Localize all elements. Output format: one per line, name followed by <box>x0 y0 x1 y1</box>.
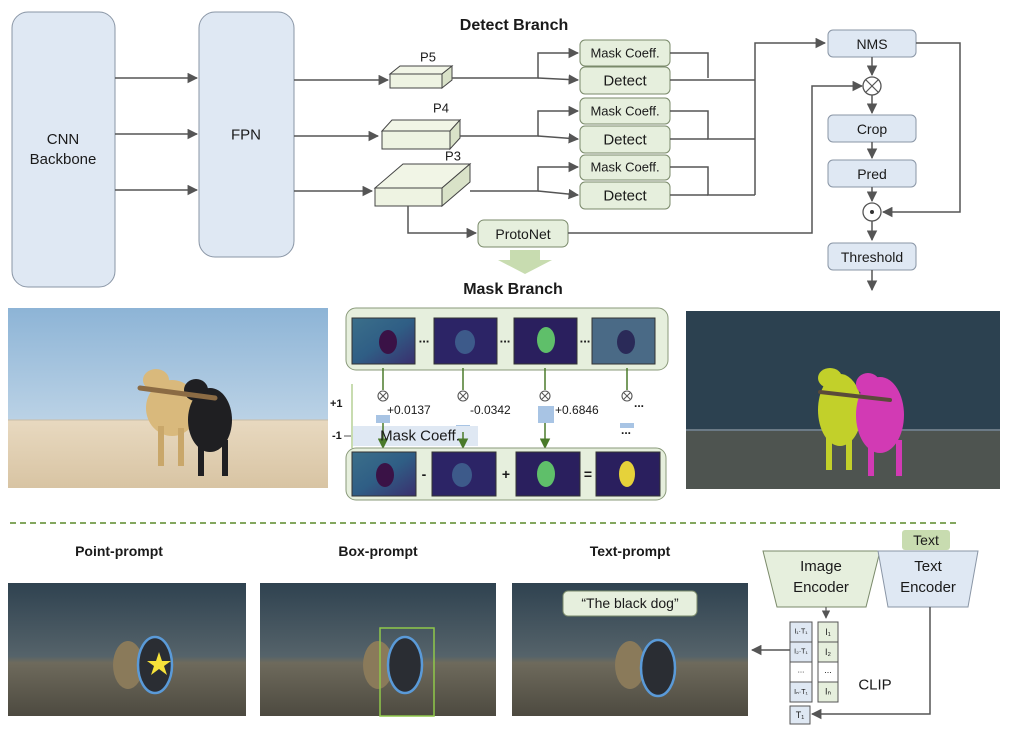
p5-feature-slab <box>388 64 454 90</box>
p3-feature-slab <box>373 162 472 208</box>
ellipsis-3: ... <box>579 330 591 346</box>
image-cell-1: I₁ <box>825 627 831 637</box>
prototype-panel <box>345 307 669 371</box>
threshold-label: Threshold <box>840 249 904 265</box>
text-tag-label: Text <box>913 532 939 548</box>
image-embedding-column <box>817 621 839 703</box>
minus-sign: - <box>421 466 427 482</box>
detect-label-p4: Detect <box>603 131 647 149</box>
combination-panel <box>345 447 667 501</box>
image-cell-3: ... <box>824 665 832 675</box>
text-cell: T₁ <box>795 710 805 720</box>
box-prompt-title: Box-prompt <box>338 543 418 559</box>
input-photo-dogs <box>8 308 328 488</box>
sim-cell-4: Iₙ·T₁ <box>794 689 808 696</box>
mask-coeff-label-p5: Mask Coeff. <box>590 45 660 61</box>
text-encoder-block <box>877 550 979 608</box>
p5-label: P5 <box>420 49 436 65</box>
nms-label: NMS <box>856 36 888 52</box>
ellipsis-1: ... <box>418 330 430 346</box>
crop-label: Crop <box>856 121 888 137</box>
detect-branch-title: Detect Branch <box>459 17 569 34</box>
text-embedding-cell <box>789 705 811 725</box>
ellipsis-2: ... <box>499 330 511 346</box>
down-arrow-icon <box>498 250 552 274</box>
prototype-maps <box>351 317 656 365</box>
p4-label: P4 <box>433 100 449 116</box>
p4-feature-slab <box>380 118 462 151</box>
image-cell-4: Iₙ <box>824 686 832 697</box>
clip-label: CLIP <box>858 676 892 694</box>
coefficient-more: ... <box>621 423 632 437</box>
mask-branch-title: Mask Branch <box>463 281 563 298</box>
image-cell-2: I₂ <box>825 647 831 657</box>
image-encoder-label: Image Encoder <box>793 558 849 596</box>
similarity-column <box>789 621 813 703</box>
sim-cell-2: I₂·T₁ <box>794 648 808 656</box>
detect-label-p5: Detect <box>603 72 647 90</box>
point-prompt-image <box>8 583 246 716</box>
mask-coeff-caption: Mask Coeff. <box>380 427 460 445</box>
protonet-label: ProtoNet <box>495 226 551 242</box>
cnn-backbone-block <box>11 11 116 288</box>
box-prompt-image <box>260 583 496 717</box>
sim-cell-3: ... <box>797 665 805 675</box>
point-prompt-title: Point-prompt <box>75 543 163 559</box>
coefficient-1: +0.0137 <box>387 403 431 417</box>
text-prompt-title: Text-prompt <box>589 543 671 559</box>
coefficient-2: -0.0342 <box>470 403 511 417</box>
mask-coeff-label-p4: Mask Coeff. <box>590 103 660 119</box>
sim-cell-1: I₁·T₁ <box>794 628 808 636</box>
output-segmentation-image <box>686 311 1000 489</box>
coeff-bar-1 <box>376 415 390 423</box>
text-query-bubble <box>562 590 698 617</box>
detect-label-p3: Detect <box>603 187 647 205</box>
equals-sign: = <box>583 466 593 482</box>
fpn-block <box>198 11 295 258</box>
coeff-bar-3 <box>538 406 554 423</box>
coefficient-3: +0.6846 <box>555 403 599 417</box>
text-encoder-label: Text Encoder <box>900 558 956 596</box>
coefficient-4: ... <box>634 396 645 410</box>
bounding-box <box>379 627 435 717</box>
backbone-label: CNN Backbone <box>29 131 97 168</box>
star-icon <box>147 652 171 675</box>
p3-label: P3 <box>445 148 461 164</box>
text-input-tag <box>902 530 950 550</box>
axis-top-label: +1 <box>330 398 343 410</box>
plus-sign: + <box>501 466 511 482</box>
coeff-bar-4 <box>620 423 634 428</box>
text-prompt-image <box>512 583 748 716</box>
pred-label: Pred <box>857 166 887 182</box>
combination-maps <box>351 451 661 497</box>
axis-bottom-label: -1 <box>332 430 342 442</box>
text-query: “The black dog” <box>581 595 679 611</box>
image-encoder-block <box>762 550 881 608</box>
mask-coeff-label-p3: Mask Coeff. <box>590 159 660 175</box>
fpn-label: FPN <box>231 126 261 144</box>
